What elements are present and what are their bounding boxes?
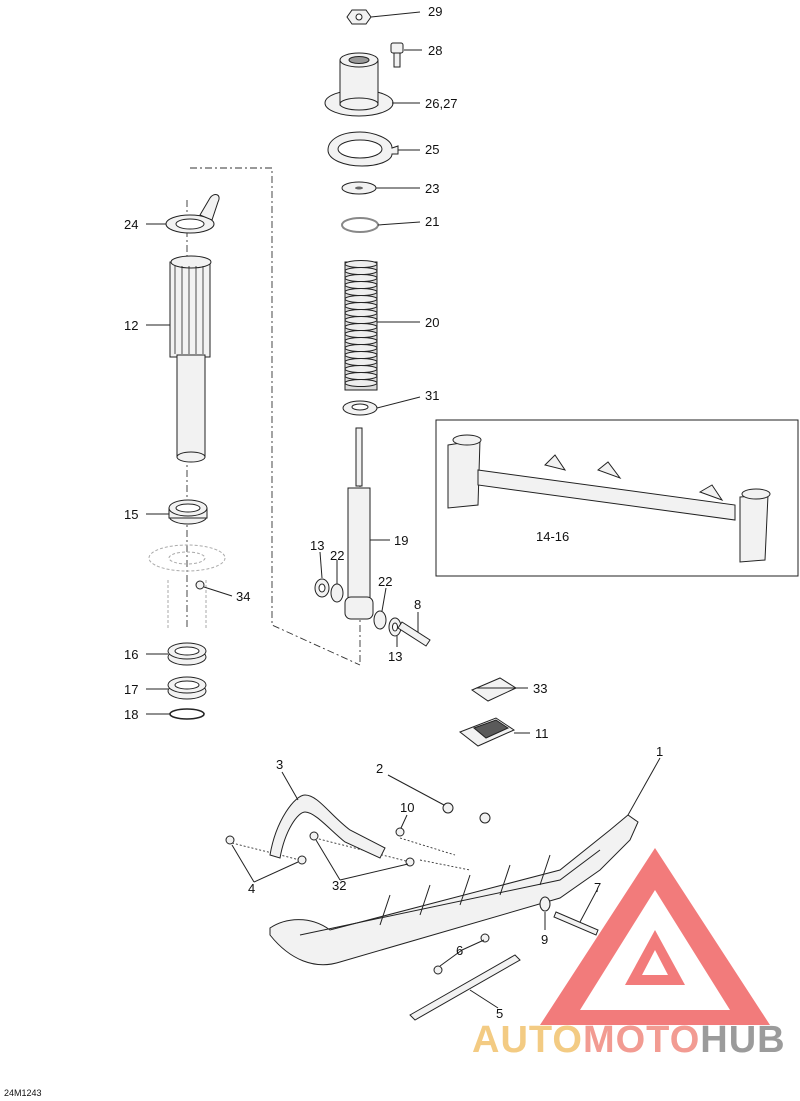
callout-15: 15 [124,507,138,522]
part-21-retainer [341,217,379,233]
part-24-lever [165,194,220,234]
spring-coils [344,260,378,387]
callout-25: 25 [425,142,439,157]
callout-2: 2 [376,761,383,776]
small-hardware-parts [225,802,599,975]
callout-11: 11 [535,726,549,741]
part-16-bushing [167,642,207,666]
callout-33: 33 [533,681,547,696]
part-15-bushing [168,499,208,525]
leader-lines [146,11,661,1009]
callout-19: 19 [394,533,408,548]
callout-13-right: 13 [388,649,402,664]
watermark-hub: HUB [700,1019,785,1061]
spring-coil [344,309,378,317]
callout-21: 21 [425,214,439,229]
part-8-pin [397,621,431,647]
spring-coil [344,330,378,338]
spring-coil [344,358,378,366]
callout-5: 5 [496,1006,503,1021]
callout-labels: 29 28 26,27 25 23 21 20 31 24 12 15 34 1… [4,4,663,1098]
part-13-22-hardware-right [373,610,402,637]
spring-coil [344,372,378,380]
part-26-27-top-cap [324,52,394,117]
assembly-dash-lines [186,167,471,871]
callout-9: 9 [541,932,548,947]
spring-coil [344,379,378,387]
part-11-stopper [458,717,516,747]
callout-4: 4 [248,881,255,896]
callout-8: 8 [414,597,421,612]
part-28-bolt [390,42,404,68]
part-34-grease-fitting [195,580,205,590]
callout-7: 7 [594,880,601,895]
part-23-washer [341,181,377,195]
callout-26-27: 26,27 [425,96,458,111]
spring-coil [344,267,378,275]
spring-coil [344,302,378,310]
callout-32: 32 [332,878,346,893]
callout-22-right: 22 [378,574,392,589]
spring-coil [344,344,378,352]
callout-23: 23 [425,181,439,196]
part-33-wear-plate [470,677,518,702]
spring-coil [344,260,378,268]
part-25-clip-ring [327,131,399,167]
callout-17: 17 [124,682,138,697]
part-29-nut [346,9,372,25]
part-19-shock-body [344,427,374,620]
spring-coil [344,281,378,289]
callout-12: 12 [124,318,138,333]
part-5-runner [409,954,521,1021]
spring-coil [344,288,378,296]
callout-20: 20 [425,315,439,330]
part-12-spindle [169,255,212,463]
callout-22-left: 22 [330,548,344,563]
spring-coil [344,295,378,303]
watermark-moto: MOTO [583,1019,700,1061]
callout-3: 3 [276,757,283,772]
watermark-auto: AUTO [472,1019,583,1061]
part-31-spacer [342,400,378,416]
callout-24: 24 [124,217,138,232]
spring-coil [344,274,378,282]
callout-29: 29 [428,4,442,19]
callout-34: 34 [236,589,250,604]
watermark-logo: AUTOMOTOHUB [472,848,786,1061]
part-1-ski [269,814,639,966]
callout-6: 6 [456,943,463,958]
part-14-16-front-beam [447,434,771,563]
part-13-22-hardware-left [314,578,344,603]
callout-1: 1 [656,744,663,759]
inset-frame-box [435,419,799,577]
spindle-splines [174,266,204,354]
spring-coil [344,316,378,324]
callout-10: 10 [400,800,414,815]
callout-28: 28 [428,43,442,58]
svg-text:AUTOMOTOHUB: AUTOMOTOHUB [472,1019,786,1061]
spring-coil [344,323,378,331]
watermark-triangle-icon [540,848,770,1025]
spring-coil [344,351,378,359]
callout-31: 31 [425,388,439,403]
callout-18: 18 [124,707,138,722]
spring-coil [344,365,378,373]
callout-14-16: 14-16 [536,529,569,544]
callout-16: 16 [124,647,138,662]
part-17-bushing [167,676,207,700]
callout-13-left: 13 [310,538,324,553]
steering-housing-phantom [148,544,226,630]
figure-code: 24M1243 [4,1088,42,1098]
part-18-circlip [169,708,205,720]
part-3-handle [269,794,386,859]
spring-coil [344,337,378,345]
